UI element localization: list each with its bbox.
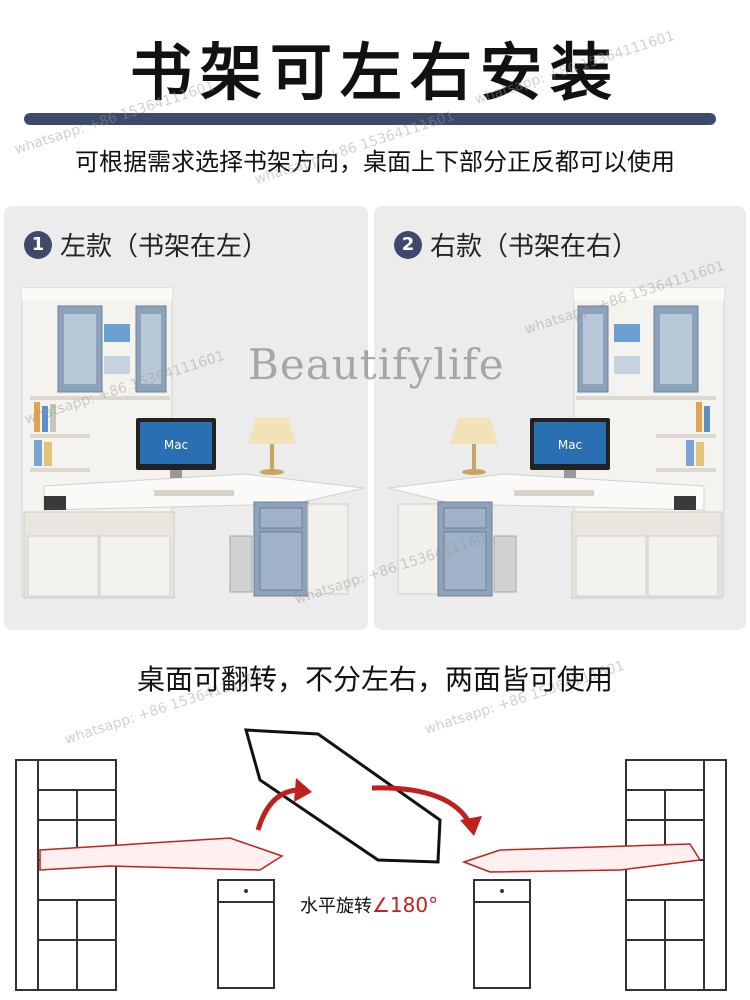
right-model-panel: Mac 2 右款（书架在右）	[374, 206, 746, 630]
flipping-desktop-outline	[243, 728, 442, 864]
left-model-label: 1 左款（书架在左）	[24, 226, 268, 263]
left-shelf-outline	[15, 759, 117, 991]
left-monitor-text: Mac	[164, 438, 188, 452]
flip-caption: 桌面可翻转，不分左右，两面皆可使用	[136, 663, 613, 696]
right-model-label: 2 右款（书架在右）	[394, 226, 638, 263]
right-monitor-text: Mac	[558, 438, 582, 452]
number-badge-1: 1	[24, 230, 52, 259]
rotate-arrow-left	[255, 787, 301, 831]
rotation-diagram	[15, 728, 727, 991]
right-shelf-outline	[625, 759, 727, 991]
brand-watermark: Beautifylife	[248, 340, 505, 389]
number-badge-2: 2	[394, 230, 422, 259]
right-model-text: 右款（书架在右）	[430, 232, 639, 262]
rotation-label: 水平旋转∠180°	[300, 892, 438, 918]
left-desk-illustration: Mac	[21, 287, 365, 599]
right-desktop-outline	[461, 843, 702, 873]
page-title: 书架可左右安装	[129, 36, 620, 109]
left-model-text: 左款（书架在左）	[60, 232, 269, 262]
right-desk-illustration: Mac	[387, 287, 725, 599]
right-pedestal-outline	[473, 879, 531, 989]
rotation-angle: ∠180°	[372, 893, 439, 917]
left-model-panel: Mac 1 左款（书架在左）	[4, 206, 368, 630]
page-subtitle: 可根据需求选择书架方向，桌面上下部分正反都可以使用	[75, 148, 675, 176]
rotation-text: 水平旋转	[300, 896, 372, 917]
left-desktop-outline	[39, 837, 284, 871]
left-pedestal-outline	[217, 879, 275, 989]
rotate-arrow-right	[371, 785, 473, 826]
title-underline	[24, 113, 716, 125]
